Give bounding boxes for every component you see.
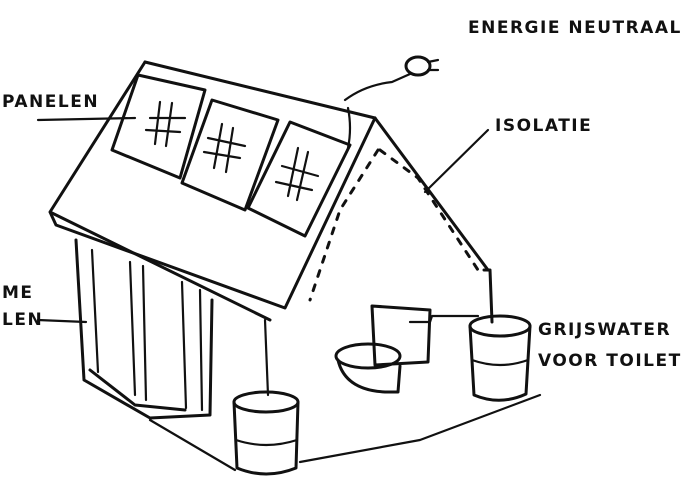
label-warmte-line-2: LEN [2, 310, 44, 330]
toilet [334, 304, 432, 394]
leader-lines [36, 116, 490, 324]
label-energie-neutraal: ENERGIE NEUTRAAL [468, 18, 682, 38]
label-grijswater-line-1: GRIJSWATER [538, 320, 672, 340]
solar-panel-1 [110, 73, 207, 180]
rain-barrel [232, 390, 300, 476]
label-zonnepanelen: PANELEN [2, 92, 100, 112]
plug-icon [343, 55, 440, 150]
solar-panel-2 [180, 98, 280, 212]
gable-wall [308, 116, 490, 302]
greywater-system [408, 268, 532, 402]
label-isolatie: ISOLATIE [495, 116, 593, 136]
label-grijswater-line-2: VOOR TOILET [538, 351, 682, 371]
solar-panel-3 [246, 120, 352, 238]
roof [48, 60, 377, 322]
label-warmte-line-1: ME [2, 283, 34, 303]
ground-line [148, 393, 542, 472]
front-wall [74, 238, 270, 420]
solar-panels [110, 73, 352, 238]
